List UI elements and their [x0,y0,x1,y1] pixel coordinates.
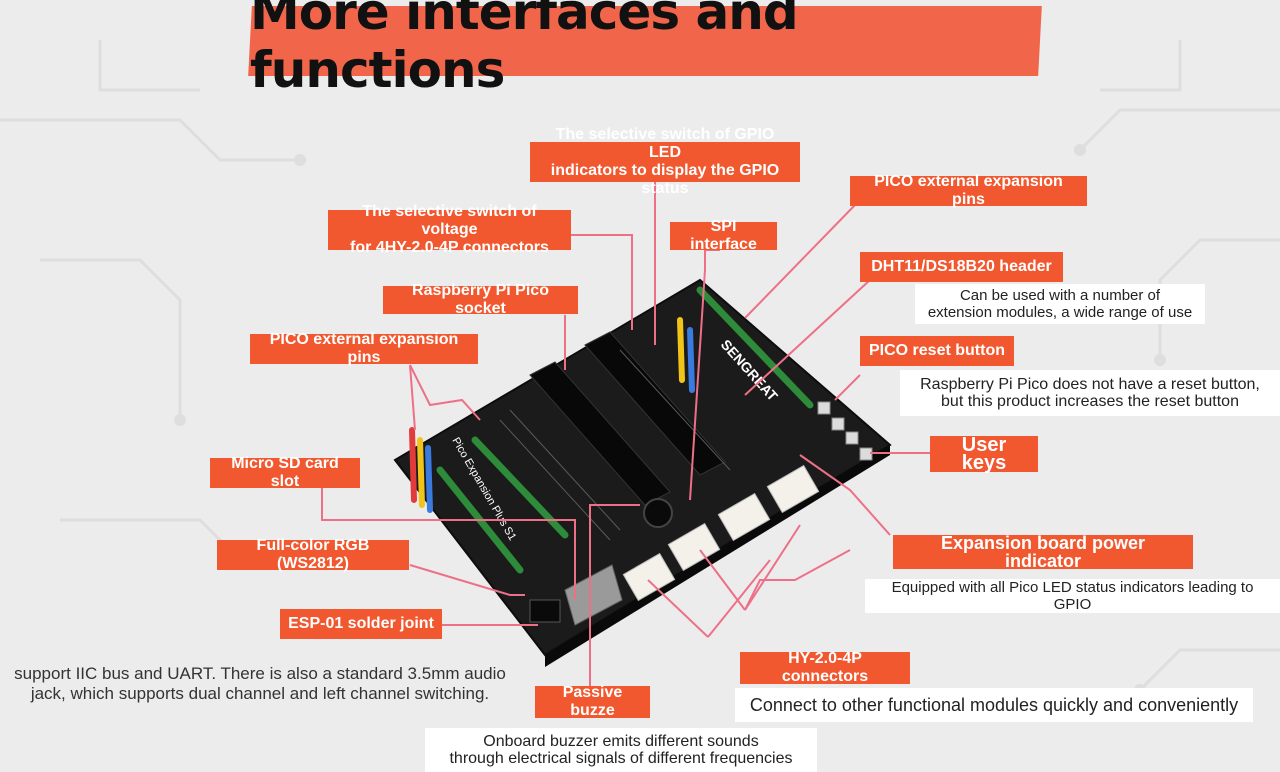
note-hy: Connect to other functional modules quic… [735,688,1253,722]
label-user-keys: User keys [930,435,1038,473]
label-dht-header: DHT11/DS18B20 header [860,252,1063,282]
label-power-indicator: Expansion board power indicator [893,534,1193,570]
label-voltage-switch: The selective switch of voltage for 4HY-… [328,203,571,256]
label-rgb: Full-color RGB (WS2812) [217,537,409,572]
label-esp01: ESP-01 solder joint [280,609,442,639]
label-micro-sd: Micro SD card slot [210,455,360,490]
label-pico-socket: Raspberry Pi Pico socket [383,282,578,317]
label-passive-buzzer: Passive buzze [535,684,650,719]
note-reset: Raspberry Pi Pico does not have a reset … [900,370,1280,416]
label-hy-connectors: HY-2.0-4P connectors [740,650,910,685]
label-gpio-led-switch: The selective switch of GPIO LED indicat… [530,126,800,197]
label-spi-interface: SPI interface [670,218,777,253]
label-pico-pins-top: PICO external expansion pins [850,173,1087,208]
note-dht: Can be used with a number of extension m… [915,284,1205,324]
note-buzzer: Onboard buzzer emits different sounds th… [425,728,817,772]
note-power: Equipped with all Pico LED status indica… [865,579,1280,613]
label-pico-pins-left: PICO external expansion pins [250,331,478,366]
label-pico-reset: PICO reset button [860,336,1014,366]
left-description-text: support IIC bus and UART. There is also … [14,664,506,703]
